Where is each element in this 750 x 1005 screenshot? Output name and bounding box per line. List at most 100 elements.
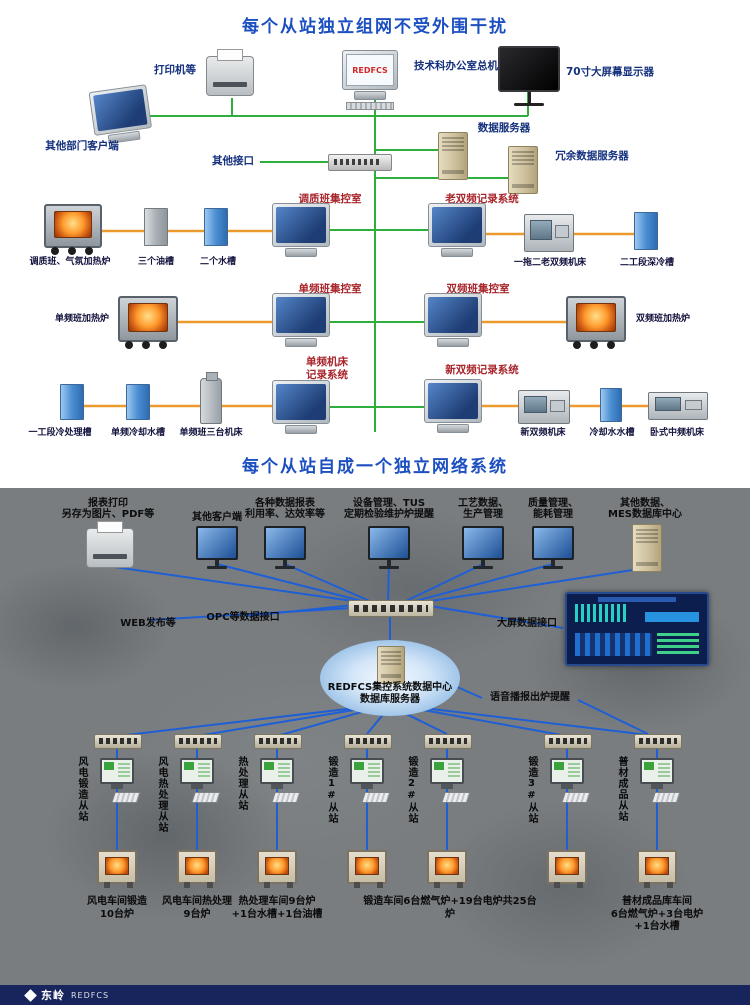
old-dual-rec-label: 老双频记录系统 bbox=[445, 193, 519, 205]
new-dual-rec-label: 新双频记录系统 bbox=[445, 364, 519, 376]
brand-logo-icon bbox=[24, 988, 37, 1002]
keyboard-icon bbox=[561, 792, 591, 803]
tiaozhi-furnace-icon bbox=[44, 204, 102, 255]
slave-monitor-icon bbox=[550, 758, 584, 789]
station-caption: 热处理车间9台炉 +1台水槽+1台油槽 bbox=[231, 896, 323, 920]
equipment-label-2: 定期检验维护炉提醒 bbox=[344, 509, 434, 520]
big-data-screen-icon bbox=[565, 592, 709, 666]
furnace-icon bbox=[427, 850, 467, 888]
slave-hub-icon bbox=[344, 734, 392, 749]
keyboard-icon bbox=[361, 792, 391, 803]
water-tanks-label: 二个水槽 bbox=[199, 257, 236, 267]
single-rec-monitor-icon bbox=[272, 380, 330, 434]
dual-furnace-label: 双频班加热炉 bbox=[635, 314, 690, 324]
quality-label-1: 质量管理、 bbox=[528, 498, 578, 509]
big-display-icon bbox=[498, 46, 560, 106]
ctrl-room-tiaozhi-monitor-icon bbox=[272, 203, 330, 257]
big-display-label: 70寸大屏幕显示器 bbox=[565, 66, 655, 78]
mes-server-icon bbox=[632, 524, 662, 572]
keyboard-icon bbox=[191, 792, 221, 803]
slave-monitor-icon bbox=[260, 758, 294, 789]
voice-notice-label: 语音播报出炉提醒 bbox=[490, 692, 570, 703]
station-name: 风电锻造从站 bbox=[76, 756, 87, 822]
switch-icon bbox=[328, 154, 392, 171]
slave-monitor-icon bbox=[350, 758, 384, 789]
station-caption: 普材成品库车间 6台燃气炉+3台电炉 +1台水槽 bbox=[610, 896, 704, 932]
single-rec-label: 单频机床 记录系统 bbox=[306, 356, 348, 381]
brand-name: 东岭 bbox=[41, 989, 65, 1002]
data-center-label-1: REDFCS集控系统数据中心 bbox=[327, 682, 453, 693]
ctrl-room-single-monitor-icon bbox=[272, 293, 330, 347]
ctrl-room-tiaozhi-label: 调质班集控室 bbox=[298, 193, 362, 205]
station-name: 风电热处理从站 bbox=[156, 756, 167, 833]
slave-hub-icon bbox=[94, 734, 142, 749]
office-computer-icon: REDFCS bbox=[342, 50, 398, 110]
other-client-monitor-icon bbox=[196, 526, 238, 569]
oil-tanks-label: 三个油槽 bbox=[137, 257, 174, 267]
quality-label-2: 能耗管理 bbox=[533, 509, 573, 520]
new-dual-rec-monitor-icon bbox=[424, 379, 482, 433]
cool-water-tank-icon bbox=[600, 388, 622, 422]
single-cool-tank-icon bbox=[126, 384, 150, 420]
ctrl-room-single-label: 单频班集控室 bbox=[298, 283, 362, 295]
bottom-network-diagram: 报表打印 另存为图片、PDF等 其他客户端 各种数据报表 利用率、达效率等 设备… bbox=[0, 488, 750, 985]
single-machines-icon bbox=[200, 372, 222, 424]
quality-monitor-icon bbox=[532, 526, 574, 569]
redundant-server-label: 冗余数据服务器 bbox=[555, 150, 629, 162]
keyboard-icon bbox=[346, 102, 394, 110]
report-print-label-2: 另存为图片、PDF等 bbox=[61, 509, 155, 520]
new-dual-machine-icon bbox=[518, 390, 570, 424]
data-center-label-2: 数据库服务器 bbox=[360, 694, 420, 705]
process-label-2: 生产管理 bbox=[463, 509, 503, 520]
deep-cold-tank-label: 二工段深冷槽 bbox=[619, 258, 674, 268]
horiz-machine-icon bbox=[648, 392, 708, 420]
old-dual-machine-label: 一拖二老双频机床 bbox=[513, 258, 586, 268]
slave-hub-icon bbox=[424, 734, 472, 749]
single-furnace-icon bbox=[118, 296, 178, 349]
top-title: 每个从站独立组网不受外围干扰 bbox=[242, 17, 508, 37]
ctrl-room-dual-label: 双频班集控室 bbox=[446, 283, 510, 295]
other-client-label: 其他客户端 bbox=[192, 512, 242, 523]
screen-interface-label: 大屏数据接口 bbox=[497, 618, 557, 629]
opc-interface-label: OPC等数据接口 bbox=[206, 612, 280, 623]
slave-monitor-icon bbox=[100, 758, 134, 789]
top-footer-title: 每个从站自成一个独立网络系统 bbox=[242, 457, 508, 477]
web-publish-label: WEB发布等 bbox=[120, 618, 176, 629]
reports-label-2: 利用率、达效率等 bbox=[245, 509, 325, 520]
slave-hub-icon bbox=[174, 734, 222, 749]
redundant-server-icon bbox=[508, 146, 538, 194]
other-data-label-2: MES数据库中心 bbox=[608, 509, 682, 520]
furnace-icon bbox=[347, 850, 387, 888]
office-host-label: 技术科办公室总机 bbox=[414, 60, 498, 72]
central-db-server-icon bbox=[377, 646, 405, 684]
tiaozhi-furnace-label: 调质班、气氛加热炉 bbox=[29, 257, 111, 267]
slave-monitor-icon bbox=[640, 758, 674, 789]
redfcs-screen-text: REDFCS bbox=[346, 54, 394, 86]
cool-water-tank-label: 冷却水水槽 bbox=[589, 428, 635, 438]
slave-hub-icon bbox=[544, 734, 592, 749]
station-caption: 锻造车间6台燃气炉+19台电炉共25台炉 bbox=[363, 896, 537, 920]
station-name: 普材成品从站 bbox=[616, 756, 627, 822]
process-monitor-icon bbox=[462, 526, 504, 569]
equipment-monitor-icon bbox=[368, 526, 410, 569]
top-network-diagram: 每个从站独立组网不受外围干扰 打印机等 REDFCS 技术科办公室总机 70寸大… bbox=[0, 0, 750, 488]
furnace-icon bbox=[97, 850, 137, 888]
station-name: 锻造3#从站 bbox=[526, 756, 537, 824]
horiz-machine-label: 卧式中频机床 bbox=[649, 428, 704, 438]
cold-treat-tank-icon bbox=[60, 384, 84, 420]
printer-icon bbox=[206, 49, 254, 96]
cold-treat-tank-label: 一工段冷处理槽 bbox=[28, 428, 92, 438]
single-furnace-label: 单频班加热炉 bbox=[54, 314, 109, 324]
report-print-label-1: 报表打印 bbox=[88, 498, 128, 509]
deep-cold-tank-icon bbox=[634, 212, 658, 250]
data-server-icon bbox=[438, 132, 468, 180]
furnace-icon bbox=[547, 850, 587, 888]
furnace-icon bbox=[257, 850, 297, 888]
keyboard-icon bbox=[441, 792, 471, 803]
single-cool-tank-label: 单频冷却水槽 bbox=[110, 428, 165, 438]
single-machines-label: 单频班三台机床 bbox=[179, 428, 243, 438]
keyboard-icon bbox=[271, 792, 301, 803]
old-dual-rec-monitor-icon bbox=[428, 203, 486, 257]
slave-hub-icon bbox=[634, 734, 682, 749]
